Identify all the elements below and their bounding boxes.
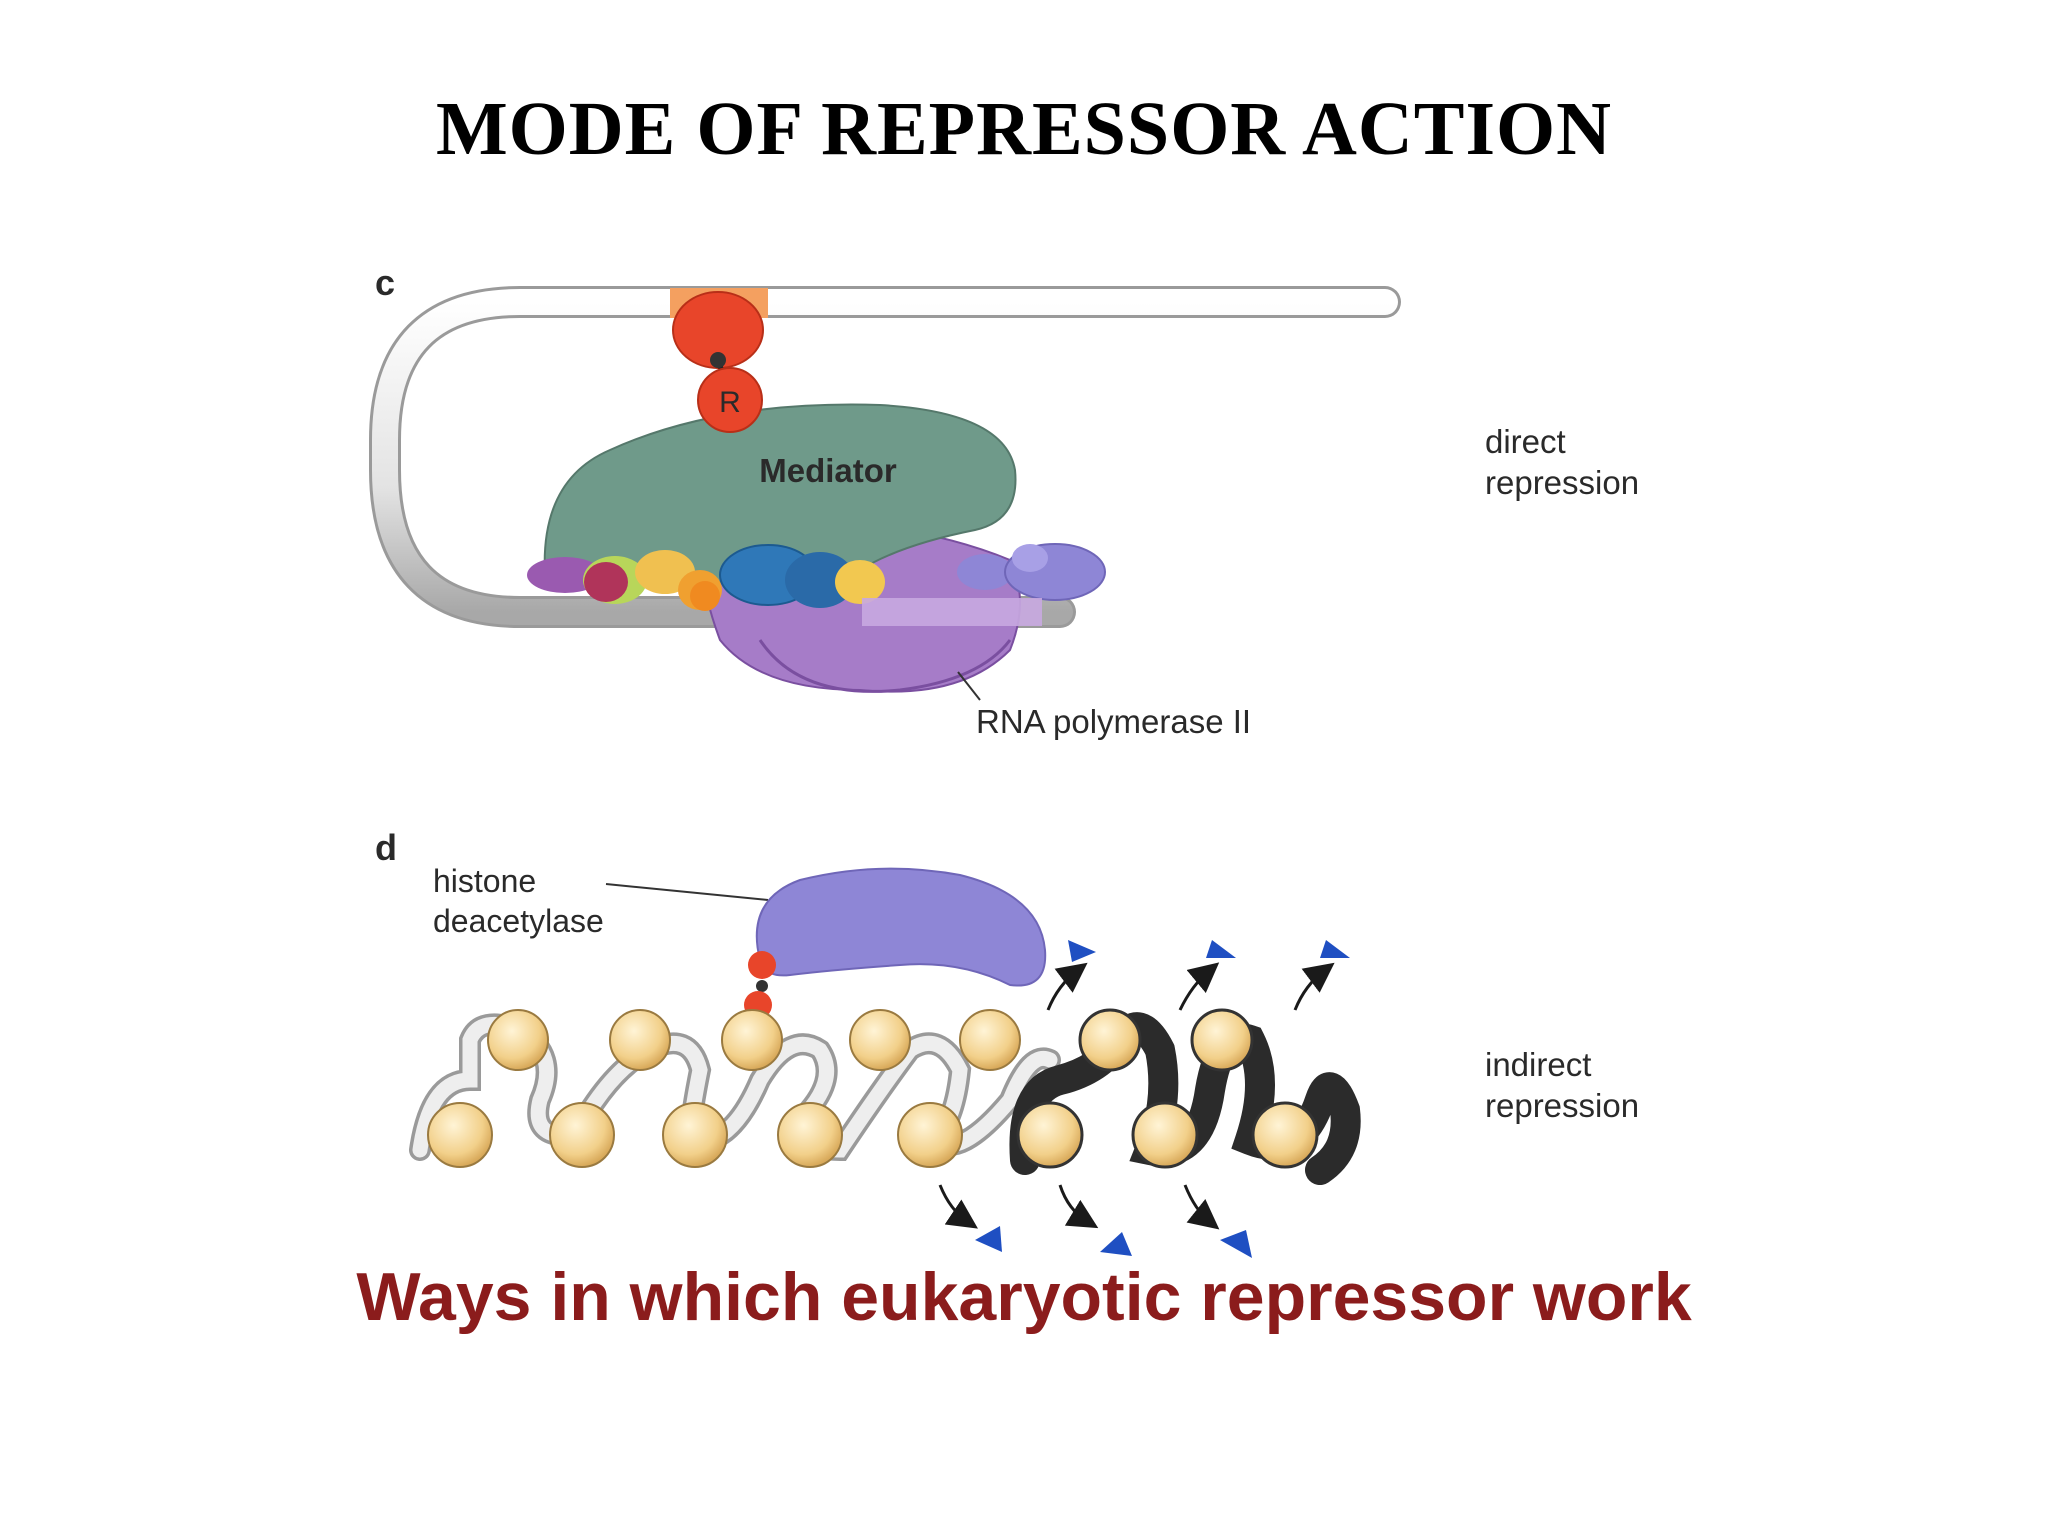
small-repressor-top xyxy=(748,951,776,979)
direct-label-line2: repression xyxy=(1485,464,1639,501)
panel-c-letter: c xyxy=(375,262,395,303)
mediator-label: Mediator xyxy=(759,452,897,489)
repressor-label: R xyxy=(719,386,741,419)
deacetylase-label-line2: deacetylase xyxy=(433,903,604,939)
acetyl-release-bottom xyxy=(938,1184,1252,1258)
repressor-r xyxy=(697,367,763,433)
deacetylase-pointer xyxy=(605,883,769,901)
promoter-region xyxy=(862,598,1042,626)
histone-deacetylase xyxy=(755,867,1047,987)
polymerase-label: RNA polymerase II xyxy=(976,703,1251,740)
panel-d-letter: d xyxy=(375,827,397,868)
general-transcription-factors xyxy=(527,544,885,611)
activator-proteins xyxy=(957,543,1106,601)
indirect-label-line2: repression xyxy=(1485,1087,1639,1124)
polymerase-pointer xyxy=(957,671,981,701)
indirect-label-line1: indirect xyxy=(1485,1046,1591,1083)
direct-label-line1: direct xyxy=(1485,423,1566,460)
slide-caption: Ways in which eukaryotic repressor work xyxy=(356,1259,1692,1335)
acetyl-release-top xyxy=(1046,940,1350,1011)
nucleosomes-bottom-row xyxy=(427,1101,1319,1169)
panel-d: d histone deacetylase xyxy=(375,827,1639,1258)
nucleosomes-top-row xyxy=(487,1008,1254,1072)
panel-c: c Mediator xyxy=(369,262,1639,740)
deacetylase-label-line1: histone xyxy=(433,863,536,899)
open-chromatin xyxy=(409,1013,1061,1162)
slide-title: MODE OF REPRESSOR ACTION xyxy=(435,87,1613,171)
